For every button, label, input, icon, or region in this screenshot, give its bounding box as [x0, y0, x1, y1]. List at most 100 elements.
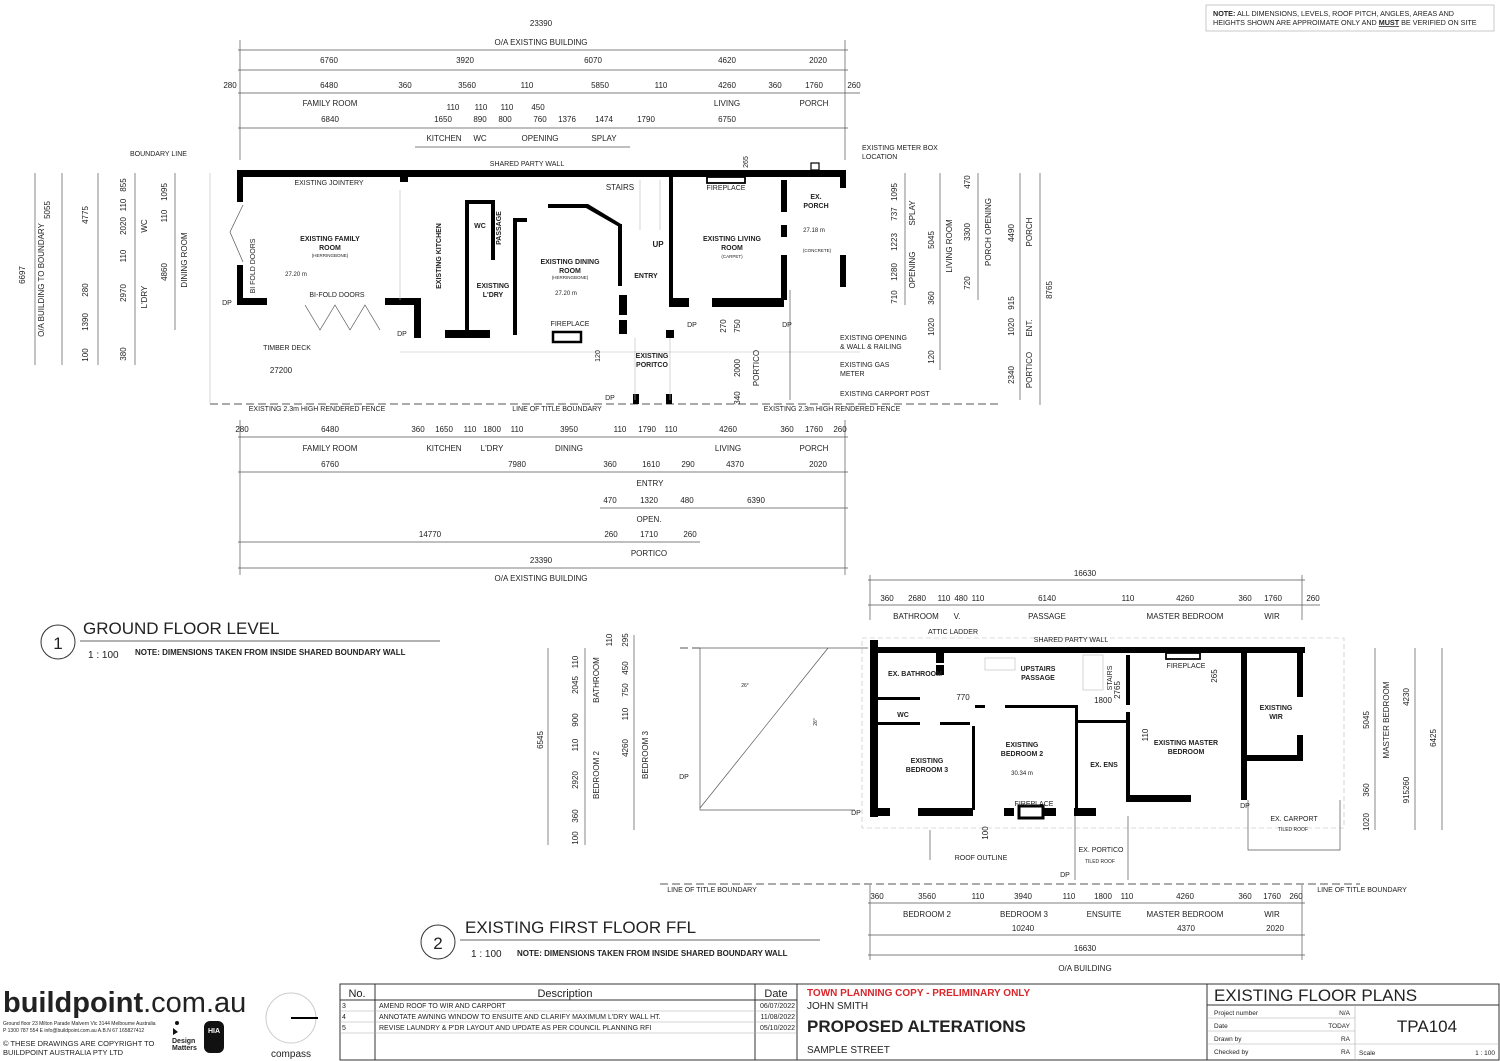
dimension-label: 14770	[419, 530, 442, 539]
view-scale: 1 : 100	[88, 650, 119, 661]
dimension-label: 1020	[927, 318, 936, 336]
room-label: ROOM	[721, 245, 743, 252]
revision-number: 5	[342, 1025, 346, 1032]
logo-rest: .com.au	[143, 987, 246, 1019]
dimension-label: MASTER BEDROOM	[1382, 681, 1391, 758]
dimension-label: 260	[847, 81, 861, 90]
dimension-label: 800	[498, 115, 512, 124]
room-label: 2000	[733, 359, 742, 377]
company-contact: P 1300 787 554 E info@buildpoint.com.au …	[3, 1028, 144, 1034]
dimension-label: 2340	[1007, 366, 1016, 384]
dimension-label: 110	[447, 103, 460, 112]
client-name: JOHN SMITH	[807, 1001, 868, 1012]
dimension-label: 380	[119, 347, 128, 361]
dimension-label: 360	[880, 594, 894, 603]
dimension-label: 360	[1238, 594, 1252, 603]
revision-header-no: No.	[348, 988, 365, 1000]
revision-description: REVISE LAUNDRY & P'DR LAYOUT AND UPDATE …	[379, 1025, 651, 1032]
dimension-label: 10240	[1012, 924, 1035, 933]
room-label: 340	[733, 391, 742, 405]
room-label: BEDROOM 3	[906, 767, 949, 774]
room-label: ROOF OUTLINE	[955, 855, 1008, 862]
dimension-label: 110	[972, 892, 985, 901]
dimension-label: 480	[680, 496, 694, 505]
dimension-label: PORCH	[800, 444, 829, 453]
room-label: FIREPLACE	[707, 185, 746, 192]
room-label: (CONCRETE)	[803, 248, 832, 253]
room-label: EXISTING KITCHEN	[436, 223, 443, 289]
room-label: BI FOLD DOORS	[250, 238, 257, 293]
dimension-label: 290	[681, 460, 695, 469]
dimension-label: 5045	[927, 231, 936, 249]
design-matters-logo: Design Matters	[172, 1021, 197, 1052]
room-label: PORTICO	[752, 350, 761, 386]
dimension-label: 280	[223, 81, 237, 90]
dimension-label: 1376	[558, 115, 576, 124]
dimension-label: 1095	[890, 183, 899, 201]
dimension-label: 6070	[584, 56, 602, 65]
room-label: LINE OF TITLE BOUNDARY	[1317, 887, 1407, 894]
dimension-label: 360	[927, 291, 936, 305]
revision-date: 05/10/2022	[760, 1025, 795, 1032]
field-value: RA	[1341, 1036, 1351, 1043]
dimension-label: MASTER BEDROOM	[1147, 612, 1224, 621]
room-label: EXISTING FAMILY	[300, 236, 360, 243]
dimension-label: PASSAGE	[1028, 612, 1066, 621]
dimension-label: 295	[621, 633, 630, 647]
dimension-label: 2020	[809, 56, 827, 65]
revision-date: 06/07/2022	[760, 1003, 795, 1010]
room-label: 265	[743, 156, 750, 168]
dimension-label: 4260	[719, 425, 737, 434]
dimension-label: FAMILY ROOM	[303, 99, 358, 108]
field-label: Checked by	[1214, 1049, 1249, 1056]
room-label: DP	[687, 322, 697, 329]
dimension-label: 110	[475, 103, 488, 112]
dimension-label: 450	[621, 661, 630, 675]
room-label: STAIRS	[606, 183, 634, 192]
room-label: EX.	[810, 194, 821, 201]
room-label: PASSAGE	[1021, 675, 1055, 682]
room-label: 27200	[270, 366, 293, 375]
dimension-label: 890	[473, 115, 487, 124]
fireplace-icon	[706, 176, 746, 184]
dimension-label: 2970	[119, 284, 128, 302]
ground-floor-title: 1 GROUND FLOOR LEVEL 1 : 100 NOTE: DIMEN…	[40, 619, 440, 661]
company-address: Ground floor 23 Milton Parade Malvern Vi…	[3, 1021, 156, 1027]
dimension-label: O/A BUILDING	[1058, 964, 1111, 973]
dimension-label: 110	[119, 249, 128, 262]
dimension-label: PORCH	[1025, 217, 1034, 246]
dimension-label: 110	[972, 594, 985, 603]
field-label: Project number	[1214, 1010, 1259, 1017]
room-label: 265	[1210, 669, 1219, 683]
room-label: DP	[1060, 872, 1070, 879]
copyright-line2: BUILDPOINT AUSTRALIA PTY LTD	[3, 1048, 124, 1057]
dimension-label: 16630	[1074, 944, 1097, 953]
dimension-label: 110	[1121, 892, 1134, 901]
dimension-label: 6750	[718, 115, 736, 124]
gf-dimension-lines	[34, 40, 1041, 575]
dimension-label: 110	[1063, 892, 1076, 901]
room-label: STAIRS	[1107, 665, 1114, 690]
room-label: EXISTING 2.3m HIGH RENDERED FENCE	[249, 406, 386, 413]
project-address: SAMPLE STREET	[807, 1045, 890, 1056]
dimension-label: PORCH	[800, 99, 829, 108]
dimension-label: 1790	[637, 115, 655, 124]
badge-matters: Matters	[172, 1045, 197, 1052]
dimension-label: 1320	[640, 496, 658, 505]
dimension-label: 915	[1007, 296, 1016, 310]
dimension-label: 6545	[536, 731, 545, 749]
dimension-label: 750	[621, 683, 630, 697]
room-label: LINE OF TITLE BOUNDARY	[512, 406, 602, 413]
room-label: L'DRY	[483, 292, 504, 299]
dimension-label: BATHROOM	[592, 657, 601, 703]
dimension-label: 8765	[1045, 281, 1054, 299]
room-label: EXISTING JOINTERY	[294, 180, 363, 187]
view-number: 1	[53, 634, 62, 653]
dimension-label: BEDROOM 2	[592, 750, 601, 799]
room-label: FIREPLACE	[1015, 801, 1054, 808]
dimension-label: WIR	[1264, 612, 1280, 621]
dimension-label: 450	[531, 103, 545, 112]
dimension-label: 6390	[747, 496, 765, 505]
dimension-label: 110	[511, 425, 524, 434]
badge-hia: HIA	[208, 1028, 220, 1035]
